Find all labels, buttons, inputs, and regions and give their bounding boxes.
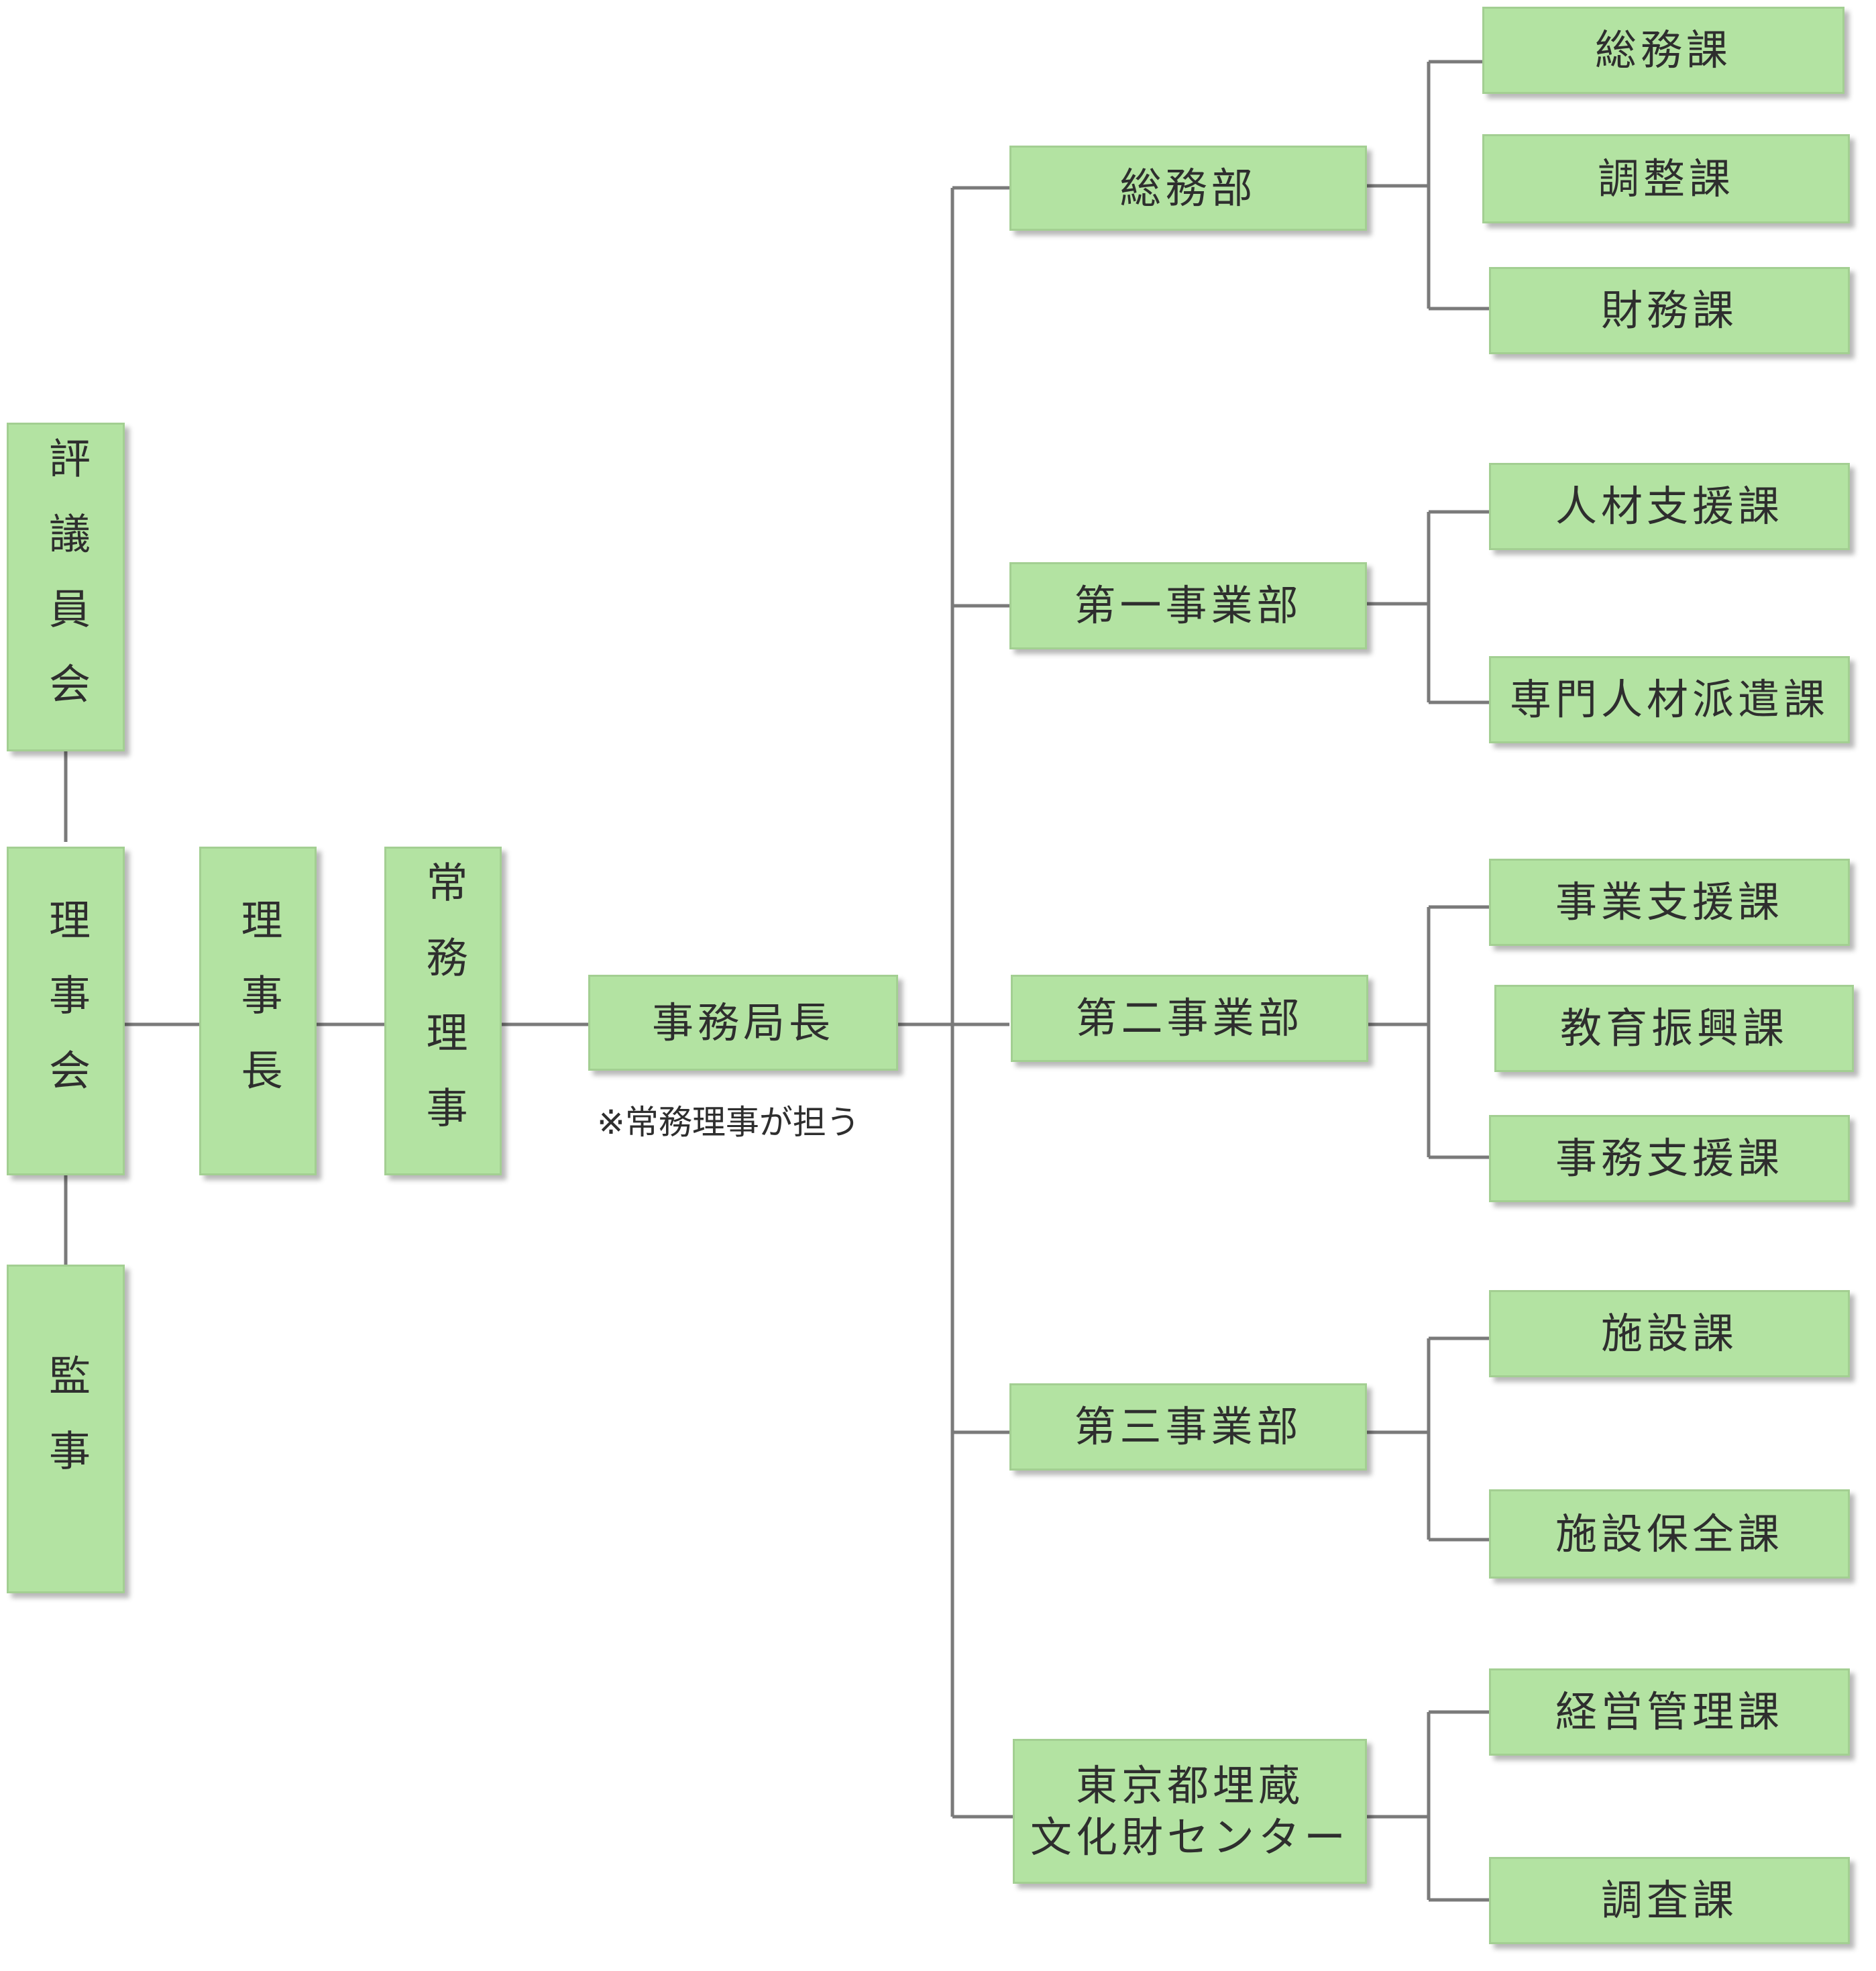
department-label: 第二事業部 (1075, 994, 1304, 1043)
managing-director-box: 常務理事 (384, 847, 502, 1175)
department-box: 第三事業部 (1009, 1383, 1367, 1471)
section-box: 事務支援課 (1489, 1115, 1850, 1202)
section-box: 施設課 (1489, 1290, 1850, 1377)
section-box: 人材支援課 (1489, 463, 1850, 550)
department-label-line2: 文化財センター (1030, 1813, 1349, 1862)
section-box: 財務課 (1489, 267, 1850, 354)
section-box: 経営管理課 (1489, 1668, 1850, 1756)
department-label-line1: 東京都埋蔵 (1075, 1760, 1304, 1810)
managing-director-label: 常務理事 (419, 861, 468, 1161)
department-label: 総務部 (1119, 163, 1257, 213)
section-label: 調査課 (1600, 1876, 1738, 1925)
section-box: 調整課 (1482, 134, 1850, 223)
section-label: 人材支援課 (1555, 482, 1783, 531)
section-label: 財務課 (1600, 286, 1738, 335)
section-box: 教育振興課 (1494, 985, 1854, 1072)
section-label: 総務課 (1594, 25, 1732, 75)
auditor-label: 監事 (42, 1354, 91, 1504)
council-box: 評議員会 (7, 423, 125, 751)
section-label: 経営管理課 (1555, 1687, 1783, 1737)
department-box: 第二事業部 (1011, 975, 1368, 1062)
section-label: 施設保全課 (1555, 1509, 1783, 1558)
department-box: 第一事業部 (1009, 562, 1367, 649)
secretariat-note: ※常務理事が担う (597, 1103, 860, 1142)
council-label: 評議員会 (42, 437, 91, 737)
section-box: 施設保全課 (1489, 1489, 1850, 1579)
auditor-box: 監事 (7, 1265, 125, 1593)
chairman-label: 理事長 (233, 898, 283, 1124)
chairman-box: 理事長 (199, 847, 317, 1175)
section-box: 調査課 (1489, 1857, 1850, 1944)
board-label: 理事会 (42, 898, 91, 1124)
department-label: 第一事業部 (1074, 581, 1303, 631)
section-label: 事務支援課 (1555, 1134, 1783, 1183)
department-label: 第三事業部 (1074, 1402, 1303, 1452)
secretariat-label: 事務局長 (651, 998, 834, 1047)
section-label: 施設課 (1600, 1309, 1738, 1359)
section-label: 専門人材派遣課 (1509, 675, 1829, 725)
section-label: 調整課 (1597, 154, 1734, 203)
department-box: 総務部 (1009, 146, 1367, 231)
board-box: 理事会 (7, 847, 125, 1175)
section-box: 総務課 (1482, 7, 1844, 94)
department-box: 東京都埋蔵 文化財センター (1013, 1739, 1367, 1884)
section-label: 教育振興課 (1559, 1004, 1788, 1053)
secretariat-box: 事務局長 (588, 975, 898, 1071)
section-box: 事業支援課 (1489, 859, 1850, 946)
section-label: 事業支援課 (1555, 877, 1783, 927)
section-box: 専門人材派遣課 (1489, 656, 1850, 743)
